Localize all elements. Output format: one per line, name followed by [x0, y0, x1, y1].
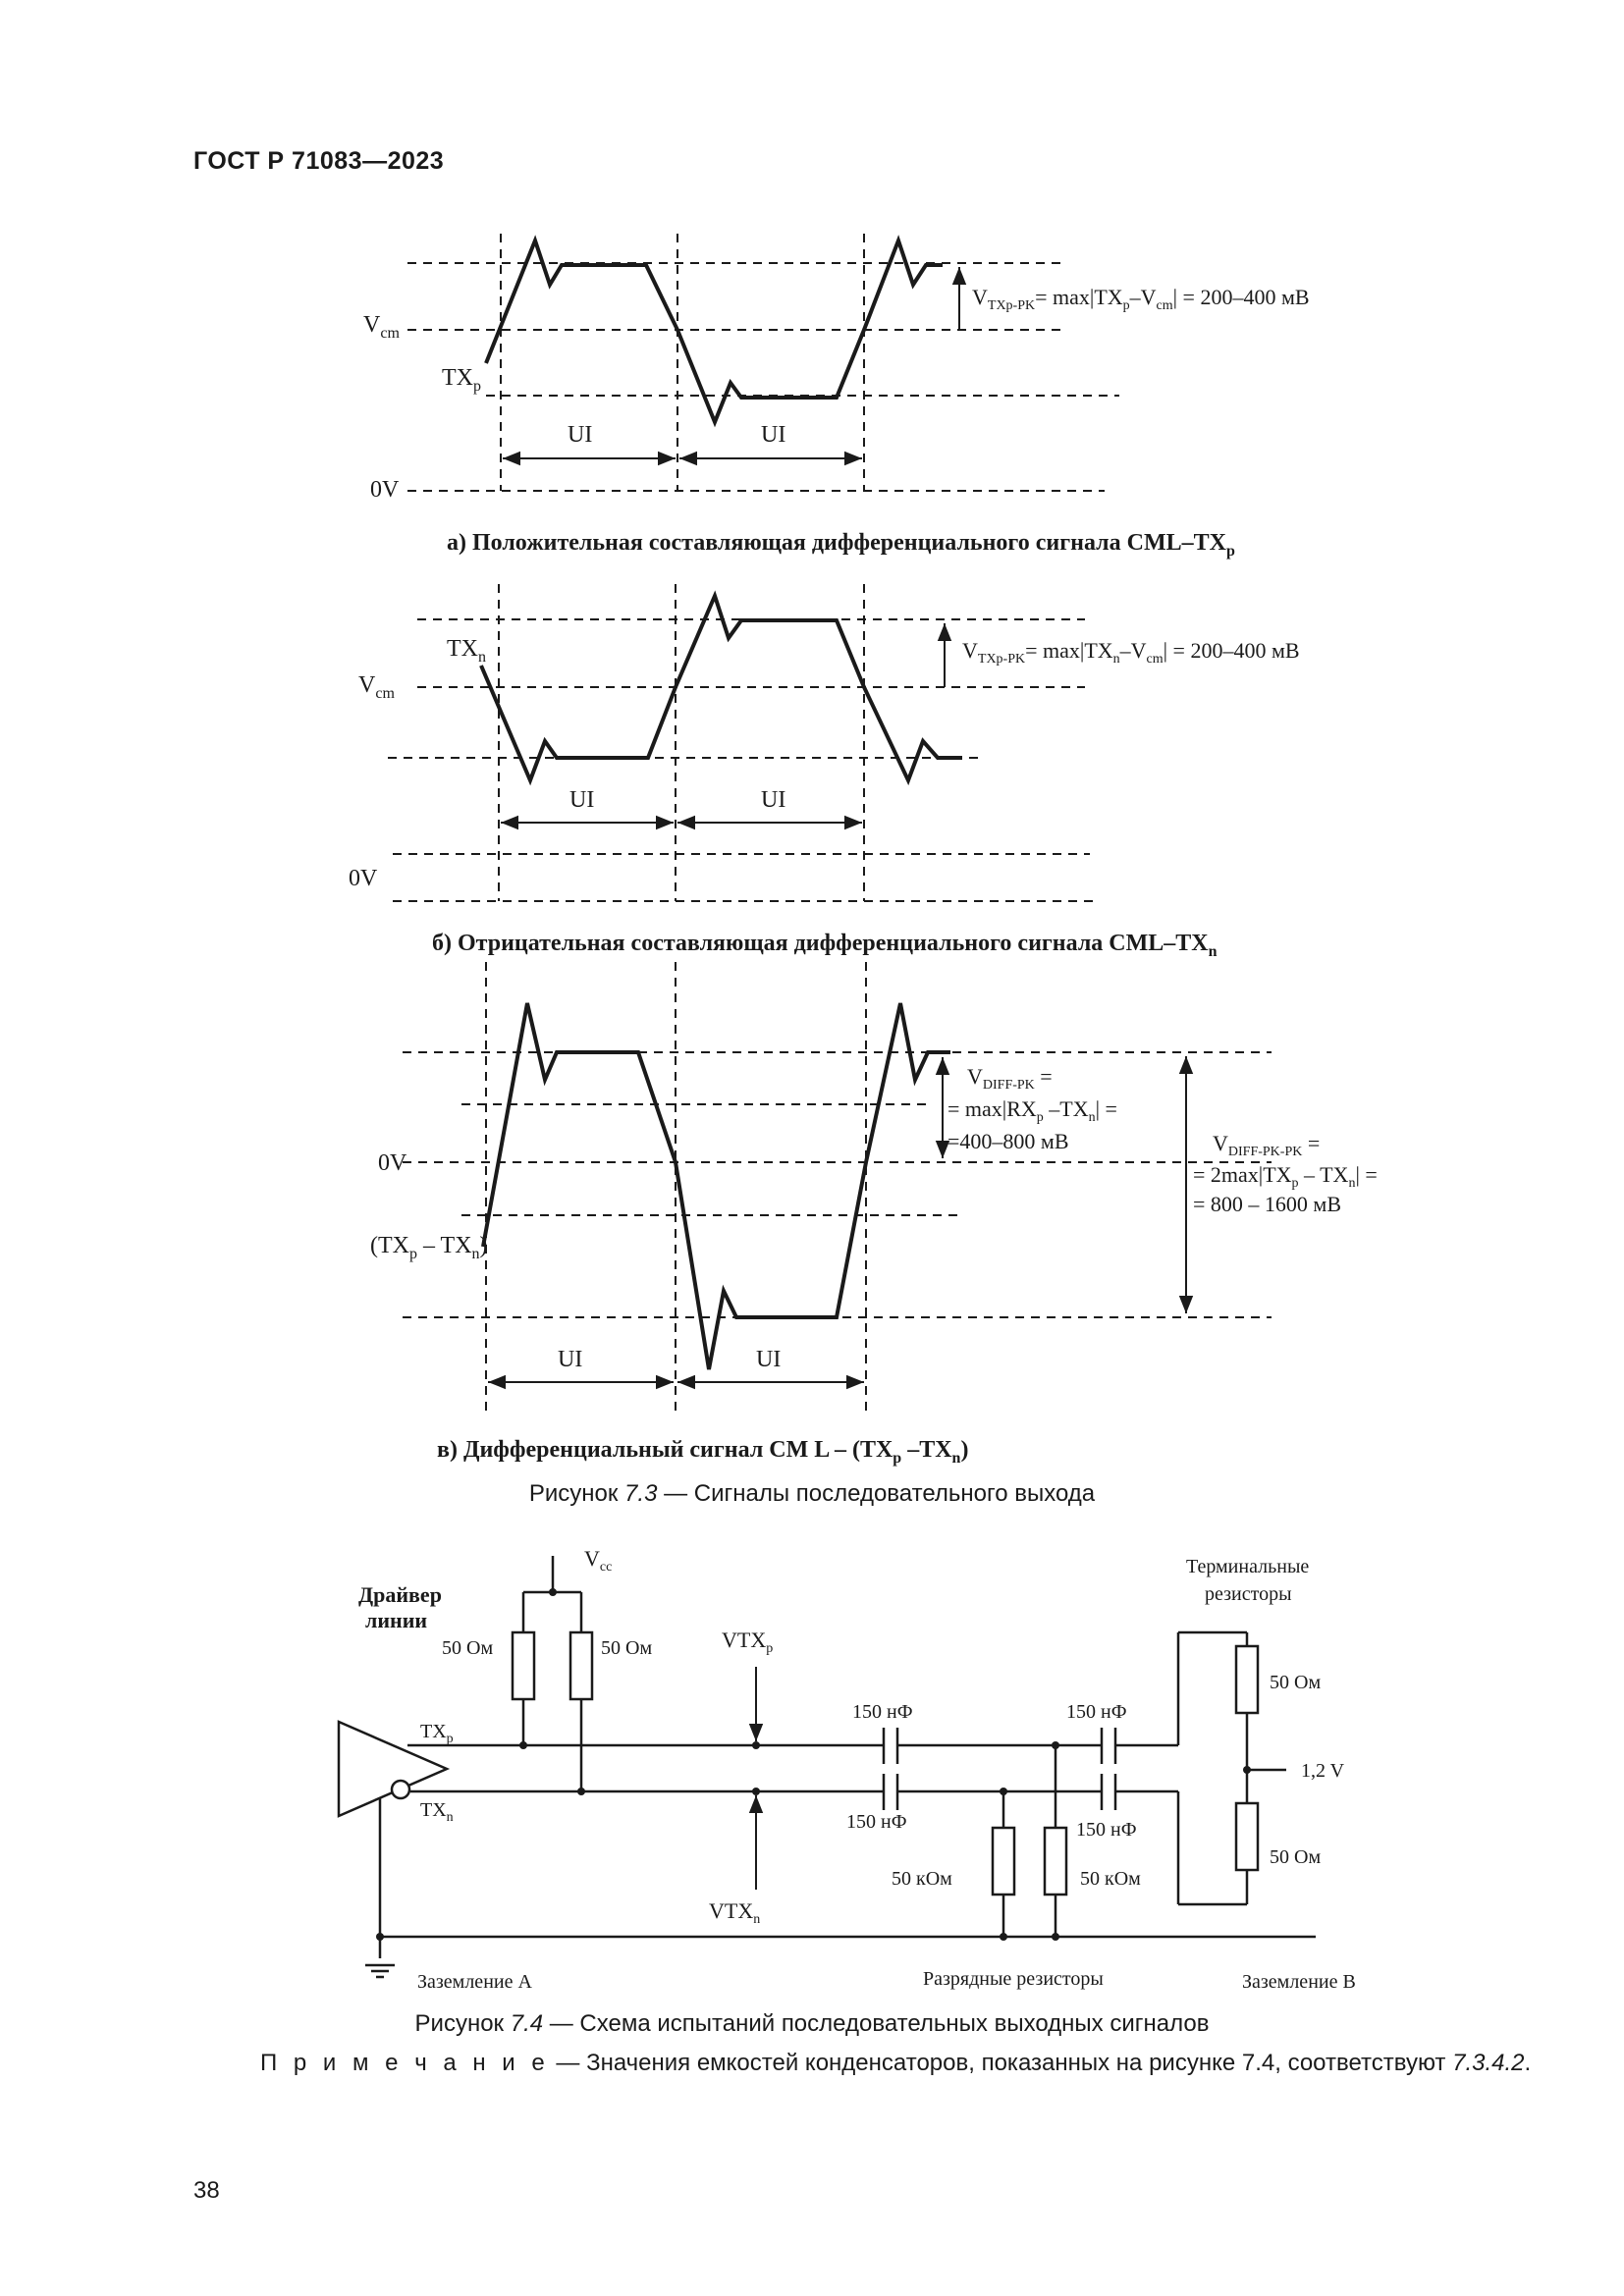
panel-a-gridlines — [407, 234, 1119, 492]
txn-label: TXn — [420, 1799, 454, 1825]
page-number: 38 — [193, 2177, 220, 2204]
panel-c-diff-formula: VDIFF-PK = = max|RXp –TXn| = =400–800 мВ — [947, 1064, 1117, 1153]
note-paragraph: П р и м е ч а н и е — Значения емкостей … — [260, 2050, 1532, 2076]
panel-a — [407, 234, 1119, 492]
panel-b-amplitude-formula: VTXp-PK= max|TXn–Vcm| = 200–400 мВ — [962, 638, 1300, 667]
resistor-50-kohm-2 — [1043, 1826, 1068, 1896]
figure-7-3-caption: Рисунок 7.3 — Сигналы последовательного … — [528, 1480, 1096, 1507]
panel-a-txp-label: TXp — [442, 365, 481, 395]
panel-c — [403, 962, 1272, 1414]
txp-waveform — [484, 235, 943, 428]
resistor-50-ohm-2 — [568, 1630, 594, 1701]
panel-c-gridlines — [403, 962, 1272, 1414]
note-reference: 7.3.4.2 — [1452, 2050, 1525, 2076]
svg-text:VDIFF-PK-PK =: VDIFF-PK-PK = — [1213, 1131, 1320, 1159]
panel-a-caption: а) Положительная составляющая дифференци… — [447, 530, 1235, 560]
c2-label: 150 нФ — [846, 1811, 907, 1833]
driver-label-line1: Драйвер — [358, 1582, 442, 1607]
vcc-label: Vcc — [584, 1546, 612, 1575]
resistor-50-ohm-1 — [511, 1630, 536, 1701]
c4-label: 150 нФ — [1076, 1819, 1137, 1841]
ground-b-label: Заземление В — [1242, 1971, 1356, 1993]
svg-text:= 2max|TXp – TXn| =: = 2max|TXp – TXn| = — [1193, 1162, 1378, 1191]
rk2-label: 50 кОм — [1080, 1868, 1141, 1890]
panel-b-ui-label-1: UI — [569, 787, 594, 813]
panel-c-ui-label-2: UI — [756, 1347, 781, 1372]
panel-b-ui-label-2: UI — [761, 787, 785, 813]
txp-label: TXp — [420, 1721, 454, 1746]
diff-waveform — [481, 1002, 950, 1370]
panel-b-zero-label: 0V — [349, 866, 378, 891]
panel-a-vcm-label: Vcm — [363, 312, 400, 342]
txn-waveform — [479, 590, 962, 786]
capacitor-150nf-3 — [1100, 1728, 1117, 1764]
figure-7-4-caption: Рисунок 7.4 — Схема испытаний последоват… — [414, 2010, 1210, 2037]
terminal-label-line2: резисторы — [1205, 1583, 1292, 1605]
vtxp-label: VTXp — [722, 1628, 773, 1656]
inverter-bubble — [390, 1779, 411, 1800]
rk1-label: 50 кОм — [892, 1868, 952, 1890]
panel-a-amplitude-formula: VTXp-PK= max|TXp–Vcm| = 200–400 мВ — [972, 285, 1310, 313]
panel-c-caption: в) Дифференциальный сигнал CM L – (TXp –… — [437, 1437, 968, 1467]
svg-text:=400–800 мВ: =400–800 мВ — [947, 1129, 1069, 1153]
panel-c-signal-label: (TXp – TXn) — [370, 1233, 488, 1262]
c3-label: 150 нФ — [1066, 1701, 1127, 1723]
note-label: П р и м е ч а н и е — [260, 2050, 550, 2076]
ground-symbol — [365, 1963, 395, 1979]
panel-b-gridlines — [388, 584, 1095, 902]
r1-label: 50 Ом — [442, 1637, 493, 1659]
r2-label: 50 Ом — [601, 1637, 652, 1659]
rt2-label: 50 Ом — [1270, 1846, 1321, 1868]
panel-c-pp-formula: VDIFF-PK-PK = = 2max|TXp – TXn| = = 800 … — [1193, 1131, 1378, 1216]
panel-a-ui-label-2: UI — [761, 422, 785, 448]
driver-label-line2: линии — [365, 1608, 427, 1632]
resistor-50-ohm-term-2 — [1234, 1801, 1260, 1872]
panel-b-caption: б) Отрицательная составляющая дифференци… — [432, 931, 1218, 960]
resistor-50-kohm-1 — [991, 1826, 1016, 1896]
c1-label: 150 нФ — [852, 1701, 913, 1723]
document-header: ГОСТ Р 71083—2023 — [193, 147, 445, 175]
panel-c-ui-label-1: UI — [558, 1347, 582, 1372]
svg-text:= 800 – 1600 мВ: = 800 – 1600 мВ — [1193, 1192, 1341, 1216]
panel-a-ui-label-1: UI — [568, 422, 592, 448]
test-circuit — [337, 1556, 1316, 1979]
svg-text:VDIFF-PK =: VDIFF-PK = — [967, 1064, 1053, 1093]
capacitor-150nf-4 — [1100, 1774, 1117, 1810]
resistor-50-ohm-term-1 — [1234, 1644, 1260, 1715]
v12-label: 1,2 V — [1301, 1760, 1345, 1782]
capacitor-150nf-1 — [882, 1728, 899, 1764]
panel-c-zero-label: 0V — [378, 1150, 407, 1176]
svg-text:= max|RXp –TXn| =: = max|RXp –TXn| = — [947, 1096, 1117, 1125]
ground-a-label: Заземление А — [417, 1971, 532, 1993]
panel-b-vcm-label: Vcm — [358, 672, 395, 702]
panel-b — [388, 584, 1095, 902]
terminal-label-line1: Терминальные — [1186, 1556, 1309, 1577]
rt1-label: 50 Ом — [1270, 1672, 1321, 1693]
panel-b-txn-label: TXn — [447, 636, 486, 666]
discharge-label: Разрядные резисторы — [923, 1968, 1104, 1990]
capacitor-150nf-2 — [882, 1774, 899, 1810]
circuit-nodes — [376, 1588, 1251, 1941]
vtxn-label: VTXn — [709, 1898, 760, 1927]
panel-a-zero-label: 0V — [370, 477, 400, 503]
